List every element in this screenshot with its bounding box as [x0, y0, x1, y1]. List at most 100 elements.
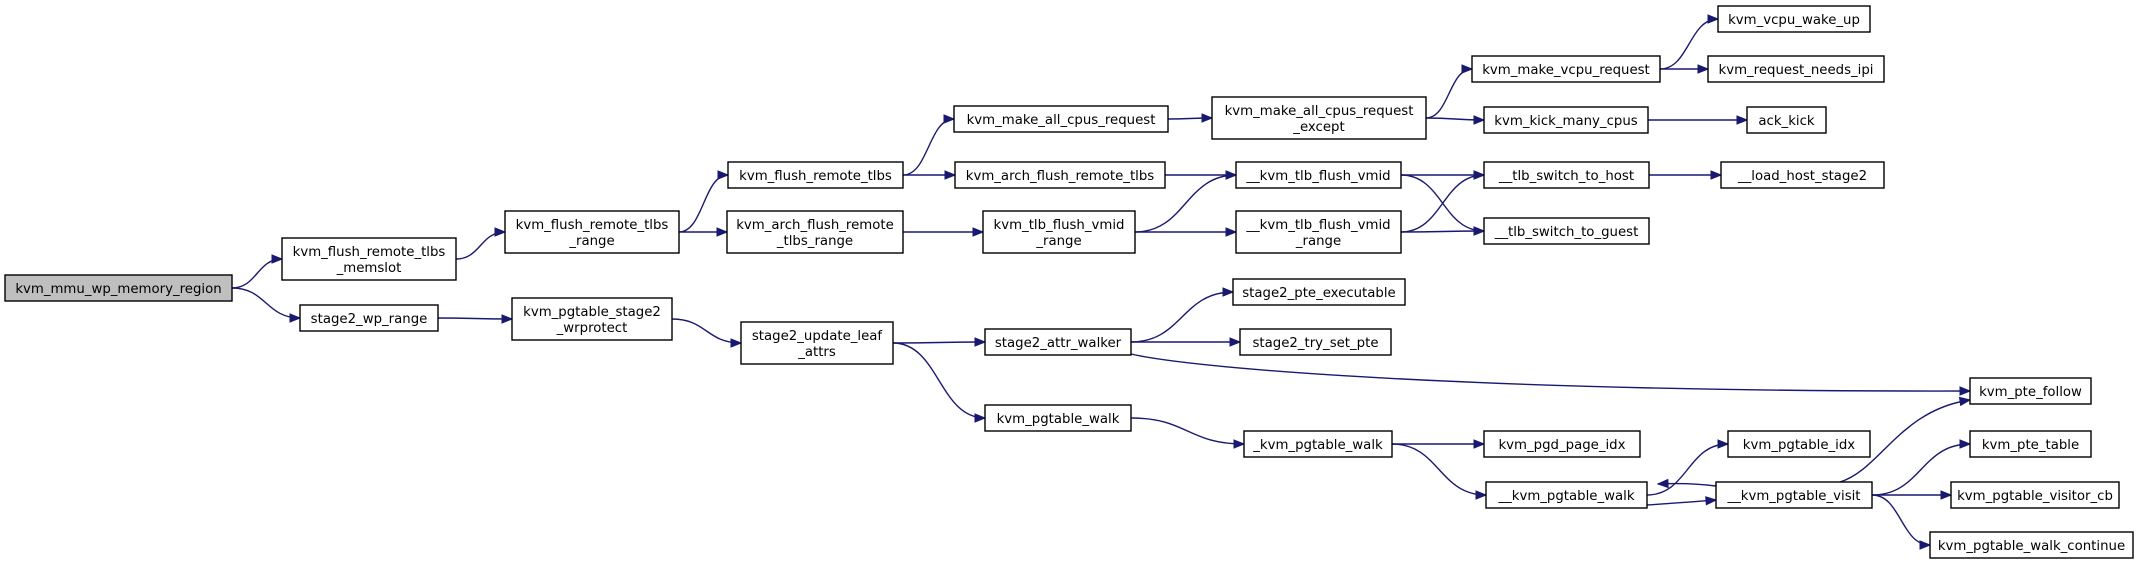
node-label: _range — [1035, 234, 1081, 249]
edge-kvm_kick_many_cpus-to-ack_kick — [1648, 115, 1749, 125]
node-label: __kvm_pgtable_visit — [1726, 489, 1860, 504]
arrowhead-icon — [717, 170, 730, 180]
edge-line — [437, 317, 513, 320]
node-label: stage2_wp_range — [311, 312, 428, 327]
edge-stage2_update_leaf_attrs-to-kvm_pgtable_walk — [892, 342, 987, 423]
node-box — [1483, 217, 1650, 245]
edge-kvm_flush_remote_tlbs-to-kvm_make_all_cpus_request — [902, 114, 956, 176]
node-box — [1929, 531, 2134, 559]
node-ack-kick[interactable]: ack_kick — [1746, 106, 1827, 134]
node-label: kvm_flush_remote_tlbs — [739, 169, 892, 184]
edge-line — [678, 174, 729, 233]
node-box — [1715, 481, 1873, 509]
node-kvm-flush-remote-tlbs-range[interactable]: kvm_flush_remote_tlbs_range — [504, 210, 680, 254]
node-kvm-mmu-wp-memory-region[interactable]: kvm_mmu_wp_memory_region — [4, 274, 233, 302]
edge-kvm_make_all_cpus_request_except-to-kvm_kick_many_cpus — [1425, 115, 1486, 125]
node-kvm-arch-flush-remote-tlbs-range[interactable]: kvm_arch_flush_remote_tlbs_range — [726, 210, 904, 254]
node-tlb-switch-to-host[interactable]: __tlb_switch_to_host — [1483, 161, 1650, 189]
node-box — [954, 161, 1166, 189]
arrowhead-icon — [271, 254, 284, 264]
node-layer: kvm_mmu_wp_memory_region kvm_flush_remote… — [4, 5, 2134, 559]
node-kvm-flush-remote-tlbs-memslot[interactable]: kvm_flush_remote_tlbs_memslot — [281, 237, 457, 281]
arrowhead-icon — [1736, 115, 1749, 125]
node-kvm-pte-follow[interactable]: kvm_pte_follow — [1969, 377, 2092, 405]
node-kvm-pgtable-visitor-cb[interactable]: kvm_pgtable_visitor_cb — [1950, 481, 2120, 509]
edge-line — [1130, 353, 1971, 392]
node-stage2-pte-executable[interactable]: stage2_pte_executable — [1232, 278, 1406, 306]
arrowhead-icon — [972, 227, 985, 237]
node-kvm-make-all-cpus-request[interactable]: kvm_make_all_cpus_request — [953, 105, 1169, 133]
edge-__kvm_tlb_flush_vmid_range-to-__tlb_switch_to_host — [1400, 170, 1486, 233]
edge-line — [1130, 291, 1234, 343]
node-box — [953, 105, 1169, 133]
node-box — [727, 161, 904, 189]
node-stage2-wp-range[interactable]: stage2_wp_range — [299, 304, 439, 332]
arrowhead-icon — [1201, 113, 1214, 123]
arrowhead-icon — [974, 337, 987, 347]
node-label: _range — [1295, 234, 1341, 249]
node-kvm-tlb-flush-vmid-range[interactable]: __kvm_tlb_flush_vmid_range — [1235, 210, 1402, 254]
node-box — [1746, 106, 1827, 134]
arrowhead-icon — [1707, 14, 1720, 24]
arrowhead-icon — [943, 114, 956, 124]
edge-stage2_update_leaf_attrs-to-stage2_attr_walker — [892, 337, 987, 347]
node-kvm-pte-table[interactable]: kvm_pte_table — [1969, 430, 2092, 458]
node-stage2-attr-walker[interactable]: stage2_attr_walker — [984, 328, 1132, 356]
node-kvm-tlb-flush-vmid-range[interactable]: kvm_tlb_flush_vmid_range — [982, 210, 1136, 254]
arrowhead-icon — [1710, 170, 1723, 180]
node-kvm-flush-remote-tlbs[interactable]: kvm_flush_remote_tlbs — [727, 161, 904, 189]
edge-__kvm_pgtable_walk-to-__kvm_pgtable_visit — [1646, 496, 1718, 506]
arrowhead-icon — [1705, 496, 1718, 506]
node-kvm-arch-flush-remote-tlbs[interactable]: kvm_arch_flush_remote_tlbs — [954, 161, 1166, 189]
node-kvm-pgd-page-idx[interactable]: kvm_pgd_page_idx — [1483, 430, 1641, 458]
node-kvm-pgtable-walk[interactable]: __kvm_pgtable_walk — [1485, 481, 1648, 509]
node-kvm-tlb-flush-vmid[interactable]: __kvm_tlb_flush_vmid — [1235, 161, 1402, 189]
node-kvm-make-all-cpus-request-except[interactable]: kvm_make_all_cpus_request_except — [1211, 96, 1427, 140]
node-label: kvm_vcpu_wake_up — [1728, 13, 1860, 28]
edge-line — [1871, 494, 1931, 546]
node-tlb-switch-to-guest[interactable]: __tlb_switch_to_guest — [1483, 217, 1650, 245]
node-kvm-pgtable-visit[interactable]: __kvm_pgtable_visit — [1715, 481, 1873, 509]
node-kvm-kick-many-cpus[interactable]: kvm_kick_many_cpus — [1483, 106, 1649, 134]
node-kvm-pgtable-walk-continue[interactable]: kvm_pgtable_walk_continue — [1929, 531, 2134, 559]
node-kvm-make-vcpu-request[interactable]: kvm_make_vcpu_request — [1471, 55, 1661, 83]
edge-kvm_arch_flush_remote_tlbs-to-__kvm_tlb_flush_vmid — [1165, 170, 1238, 180]
node-box — [1483, 106, 1649, 134]
edge-stage2_wp_range-to-kvm_pgtable_stage2_wrprotect — [437, 314, 514, 324]
node-label: stage2_pte_executable — [1242, 286, 1396, 301]
node-kvm-pgtable-walk[interactable]: _kvm_pgtable_walk — [1243, 430, 1393, 458]
node-kvm-pgtable-stage2-wrprotect[interactable]: kvm_pgtable_stage2_wrprotect — [511, 297, 673, 341]
arrowhead-icon — [494, 227, 507, 237]
arrowhead-icon — [1959, 439, 1972, 449]
arrowhead-icon — [1940, 490, 1953, 500]
arrowhead-icon — [1697, 64, 1710, 74]
node-stage2-try-set-pte[interactable]: stage2_try_set_pte — [1239, 328, 1392, 356]
node-kvm-request-needs-ipi[interactable]: kvm_request_needs_ipi — [1707, 55, 1885, 83]
node-label: kvm_mmu_wp_memory_region — [15, 282, 221, 297]
node-label: kvm_pgtable_visitor_cb — [1957, 489, 2113, 504]
arrowhead-icon — [1461, 64, 1474, 74]
node-label: __tlb_switch_to_host — [1498, 169, 1634, 184]
node-box — [504, 210, 680, 254]
node-label: kvm_pgtable_walk_continue — [1938, 539, 2125, 554]
arrowhead-icon — [1233, 439, 1246, 449]
edge-__kvm_pgtable_visit-to-__kvm_pgtable_walk — [1656, 478, 1717, 489]
edge-__kvm_pgtable_visit-to-kvm_pte_table — [1871, 439, 1972, 496]
node-stage2-update-leaf-attrs[interactable]: stage2_update_leaf_attrs — [740, 321, 894, 365]
node-box — [1969, 430, 2092, 458]
edge-kvm_flush_remote_tlbs_range-to-kvm_flush_remote_tlbs — [678, 170, 730, 233]
arrowhead-icon — [1473, 170, 1486, 180]
node-kvm-vcpu-wake-up[interactable]: kvm_vcpu_wake_up — [1717, 5, 1871, 33]
arrowhead-icon — [730, 338, 743, 348]
arrowhead-icon — [1222, 287, 1235, 297]
node-label: __load_host_stage2 — [1737, 169, 1867, 184]
node-kvm-pgtable-walk[interactable]: kvm_pgtable_walk — [984, 404, 1132, 432]
node-box — [1969, 377, 2092, 405]
node-kvm-pgtable-idx[interactable]: kvm_pgtable_idx — [1727, 430, 1871, 458]
node-load-host-stage2[interactable]: __load_host_stage2 — [1720, 161, 1885, 189]
node-box — [1471, 55, 1661, 83]
node-label: _tlbs_range — [776, 234, 853, 249]
edge-__kvm_tlb_flush_vmid_range-to-__tlb_switch_to_guest — [1400, 226, 1486, 236]
node-box — [1485, 481, 1648, 509]
